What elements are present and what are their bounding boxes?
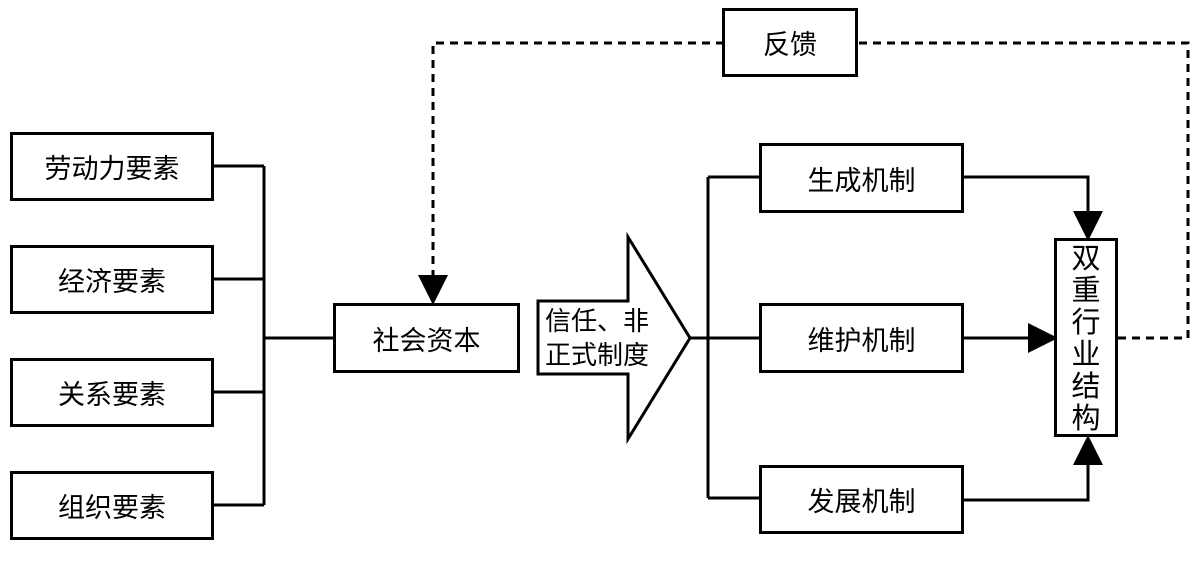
- generation-mechanism-box: 生成机制: [759, 143, 964, 213]
- labor-factor-box: 劳动力要素: [10, 132, 214, 201]
- economic-factor-box: 经济要素: [10, 245, 214, 314]
- feedback-left-dashed-path: [418, 41, 724, 305]
- maintenance-mechanism-label: 维护机制: [807, 325, 916, 357]
- arrow-label-line-2: 正式制度: [545, 341, 650, 371]
- development-to-structure-arrow: [962, 435, 1103, 502]
- structure-char-4: 业: [1071, 336, 1101, 371]
- relationship-factor-box: 关系要素: [10, 358, 214, 427]
- input-connectors: [212, 164, 333, 507]
- feedback-right-dashed-path: [858, 41, 1190, 340]
- structure-char-5: 结: [1071, 368, 1101, 403]
- generation-to-structure-arrow: [962, 175, 1103, 241]
- dual-industry-structure-box: 双 重 行 业 结 构: [1054, 238, 1118, 437]
- mechanism-branches: [690, 175, 761, 500]
- relationship-factor-label: 关系要素: [58, 380, 166, 411]
- structure-char-6: 构: [1071, 400, 1101, 435]
- maintenance-mechanism-box: 维护机制: [759, 303, 964, 373]
- arrow-label-line-1: 信任、非: [545, 307, 650, 337]
- generation-mechanism-label: 生成机制: [807, 165, 916, 197]
- structure-char-3: 行: [1071, 304, 1101, 339]
- development-mechanism-box: 发展机制: [759, 465, 964, 534]
- trust-informal-institution-label: 信任、非 正式制度: [545, 305, 649, 373]
- feedback-box: 反馈: [722, 8, 858, 77]
- development-mechanism-label: 发展机制: [807, 487, 916, 518]
- structure-arrows: [962, 175, 1103, 502]
- organization-factor-box: 组织要素: [10, 471, 214, 540]
- big-right-arrow: [536, 231, 692, 445]
- social-capital-box: 社会资本: [333, 303, 520, 373]
- feedback-loop: [418, 41, 1190, 340]
- feedback-label: 反馈: [763, 30, 817, 61]
- economic-factor-label: 经济要素: [58, 267, 166, 298]
- structure-char-1: 双: [1071, 240, 1101, 275]
- labor-factor-label: 劳动力要素: [44, 154, 180, 185]
- structure-char-2: 重: [1071, 272, 1101, 307]
- organization-factor-label: 组织要素: [58, 493, 166, 524]
- social-capital-label: 社会资本: [372, 325, 481, 357]
